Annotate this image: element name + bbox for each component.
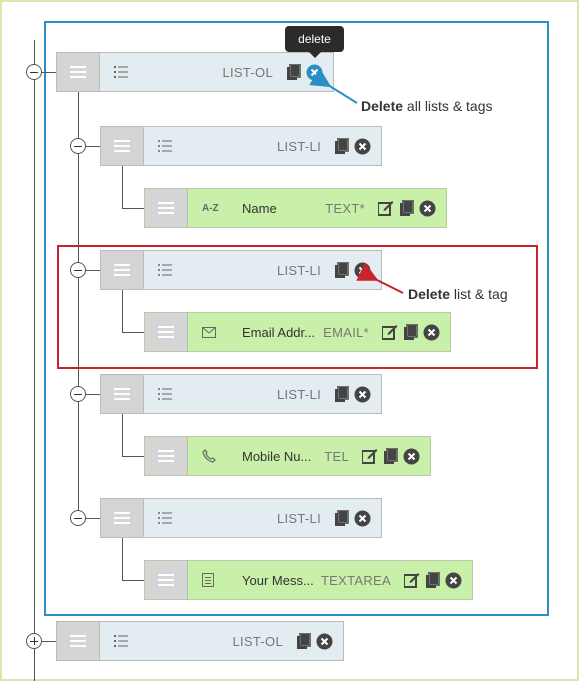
field-label: Your Mess... bbox=[242, 572, 314, 588]
envelope-icon bbox=[202, 325, 222, 339]
delete-icon[interactable] bbox=[403, 448, 420, 465]
delete-icon[interactable] bbox=[423, 324, 440, 341]
annotation-delete-one: Delete list & tag bbox=[408, 286, 508, 302]
field-label: Name bbox=[242, 200, 277, 216]
text-az-icon: A-Z bbox=[202, 202, 219, 214]
copy-icon[interactable] bbox=[382, 448, 399, 465]
collapse-toggle-icon[interactable] bbox=[26, 64, 42, 80]
list-li-row[interactable]: LIST-LI bbox=[100, 126, 382, 166]
tree-line bbox=[122, 414, 123, 456]
drag-handle-icon[interactable] bbox=[101, 375, 144, 413]
delete-icon[interactable] bbox=[354, 262, 371, 279]
ordered-list-icon bbox=[114, 634, 134, 648]
row-type: LIST-OL bbox=[232, 633, 283, 649]
delete-icon[interactable] bbox=[316, 633, 333, 650]
list-li-row[interactable]: LIST-LI bbox=[100, 374, 382, 414]
copy-icon[interactable] bbox=[285, 64, 302, 81]
delete-icon[interactable] bbox=[419, 200, 436, 217]
field-row-name[interactable]: A-Z Name TEXT* bbox=[144, 188, 447, 228]
list-ol-row[interactable]: LIST-OL bbox=[56, 52, 334, 92]
drag-handle-icon[interactable] bbox=[57, 53, 100, 91]
row-type: LIST-OL bbox=[222, 64, 273, 80]
ordered-list-icon bbox=[114, 65, 134, 79]
delete-icon[interactable] bbox=[445, 572, 462, 589]
field-type: EMAIL* bbox=[323, 324, 369, 340]
row-type: LIST-LI bbox=[276, 510, 321, 526]
collapse-toggle-icon[interactable] bbox=[70, 510, 86, 526]
copy-icon[interactable] bbox=[295, 633, 312, 650]
drag-handle-icon[interactable] bbox=[101, 127, 144, 165]
copy-icon[interactable] bbox=[398, 200, 415, 217]
edit-icon[interactable] bbox=[377, 200, 394, 217]
list-li-row[interactable]: LIST-LI bbox=[100, 250, 382, 290]
tree-line-ol1 bbox=[78, 92, 79, 518]
delete-tooltip: delete bbox=[285, 26, 344, 58]
collapse-toggle-icon[interactable] bbox=[70, 138, 86, 154]
copy-icon[interactable] bbox=[424, 572, 441, 589]
copy-icon[interactable] bbox=[402, 324, 419, 341]
unordered-list-icon bbox=[158, 511, 178, 525]
list-ol-row[interactable]: LIST-OL bbox=[56, 621, 344, 661]
copy-icon[interactable] bbox=[333, 510, 350, 527]
drag-handle-icon[interactable] bbox=[145, 437, 188, 475]
copy-icon[interactable] bbox=[333, 386, 350, 403]
tree-branch bbox=[78, 146, 100, 147]
copy-icon[interactable] bbox=[333, 262, 350, 279]
drag-handle-icon[interactable] bbox=[145, 189, 188, 227]
field-row-email[interactable]: Email Addr... EMAIL* bbox=[144, 312, 451, 352]
row-type: LIST-LI bbox=[276, 138, 321, 154]
highlight-outline bbox=[57, 245, 538, 369]
tree-branch bbox=[78, 518, 100, 519]
tree-branch bbox=[122, 208, 144, 209]
delete-icon[interactable] bbox=[354, 386, 371, 403]
tree-line bbox=[122, 166, 123, 208]
tree-branch bbox=[78, 394, 100, 395]
tree-branch bbox=[122, 332, 144, 333]
delete-icon[interactable] bbox=[306, 64, 323, 81]
drag-handle-icon[interactable] bbox=[101, 251, 144, 289]
field-label: Mobile Nu... bbox=[242, 448, 312, 464]
field-label: Email Addr... bbox=[242, 324, 315, 340]
phone-icon bbox=[202, 449, 222, 463]
tree-line-main bbox=[34, 40, 35, 681]
copy-icon[interactable] bbox=[333, 138, 350, 155]
delete-icon[interactable] bbox=[354, 138, 371, 155]
field-type: TEL bbox=[324, 448, 349, 464]
drag-handle-icon[interactable] bbox=[145, 561, 188, 599]
row-type: LIST-LI bbox=[276, 262, 321, 278]
drag-handle-icon[interactable] bbox=[57, 622, 100, 660]
tree-branch bbox=[122, 580, 144, 581]
tree-line bbox=[122, 538, 123, 580]
annotation-delete-all: Delete all lists & tags bbox=[361, 98, 493, 114]
tree-branch bbox=[78, 270, 100, 271]
edit-icon[interactable] bbox=[381, 324, 398, 341]
field-row-message[interactable]: Your Mess... TEXTAREA bbox=[144, 560, 473, 600]
delete-icon[interactable] bbox=[354, 510, 371, 527]
field-type: TEXTAREA bbox=[320, 572, 391, 588]
expand-toggle-icon[interactable] bbox=[26, 633, 42, 649]
drag-handle-icon[interactable] bbox=[145, 313, 188, 351]
unordered-list-icon bbox=[158, 139, 178, 153]
tree-line bbox=[122, 290, 123, 332]
drag-handle-icon[interactable] bbox=[101, 499, 144, 537]
unordered-list-icon bbox=[158, 387, 178, 401]
collapse-toggle-icon[interactable] bbox=[70, 386, 86, 402]
collapse-toggle-icon[interactable] bbox=[70, 262, 86, 278]
selected-list-outline bbox=[44, 21, 549, 616]
unordered-list-icon bbox=[158, 263, 178, 277]
edit-icon[interactable] bbox=[361, 448, 378, 465]
row-type: LIST-LI bbox=[276, 386, 321, 402]
tree-branch bbox=[34, 72, 56, 73]
tree-branch bbox=[122, 456, 144, 457]
tree-branch bbox=[34, 641, 56, 642]
list-li-row[interactable]: LIST-LI bbox=[100, 498, 382, 538]
textarea-icon bbox=[202, 573, 222, 587]
field-row-mobile[interactable]: Mobile Nu... TEL bbox=[144, 436, 431, 476]
edit-icon[interactable] bbox=[403, 572, 420, 589]
field-type: TEXT* bbox=[325, 200, 365, 216]
